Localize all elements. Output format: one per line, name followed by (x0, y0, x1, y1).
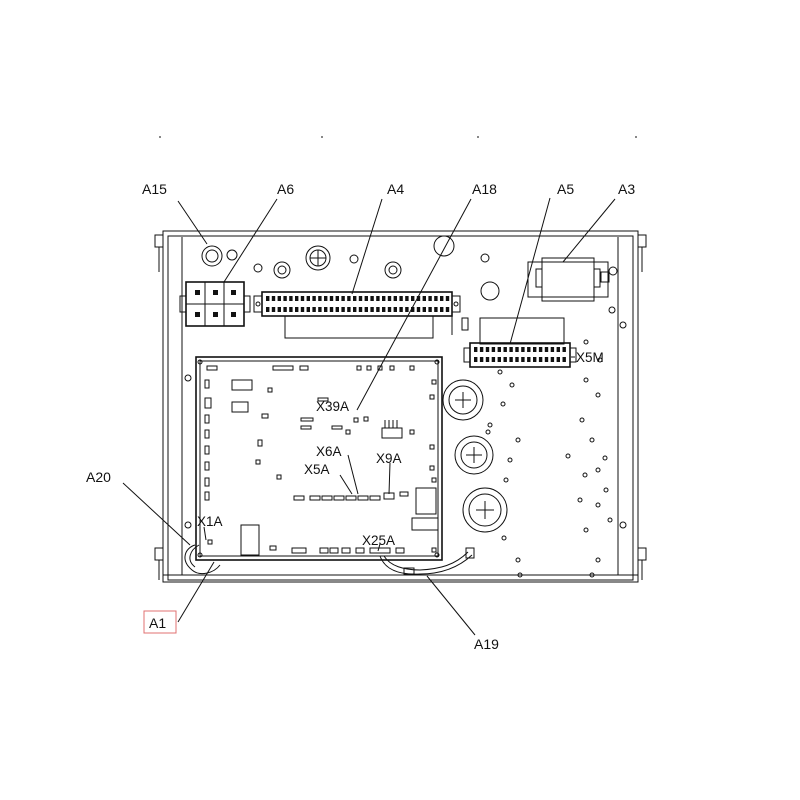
connector-x5a: X5A (304, 462, 330, 477)
connector-x1a: X1A (197, 514, 223, 529)
chassis-frame (154, 230, 647, 583)
terminal-block-a6 (179, 281, 251, 327)
capacitors (442, 379, 508, 533)
connector-x25a: X25A (362, 533, 395, 548)
cables (184, 544, 475, 575)
connector-x39a: X39A (316, 399, 349, 414)
connector-x6a: X6A (316, 444, 342, 459)
callout-a1: A1 (149, 615, 166, 631)
top-row-components (253, 235, 618, 314)
chassis-holes (485, 339, 613, 578)
callout-a6: A6 (277, 181, 294, 197)
callout-a4: A4 (387, 181, 404, 197)
component-a3 (527, 257, 610, 302)
callout-a5: A5 (557, 181, 574, 197)
connector-x5m: X5M (576, 350, 604, 365)
callout-a20: A20 (86, 469, 111, 485)
leader-lines (122, 197, 616, 636)
callout-a19: A19 (474, 636, 499, 652)
connector-a4 (253, 291, 469, 339)
callout-a3: A3 (618, 181, 635, 197)
pcb-a1 (195, 356, 443, 561)
connector-x9a: X9A (376, 451, 402, 466)
callout-a15: A15 (142, 181, 167, 197)
callout-a1-highlight (143, 610, 177, 634)
grommet-a15 (201, 245, 238, 267)
callout-a18: A18 (472, 181, 497, 197)
connector-x5m-a5 (463, 317, 577, 368)
